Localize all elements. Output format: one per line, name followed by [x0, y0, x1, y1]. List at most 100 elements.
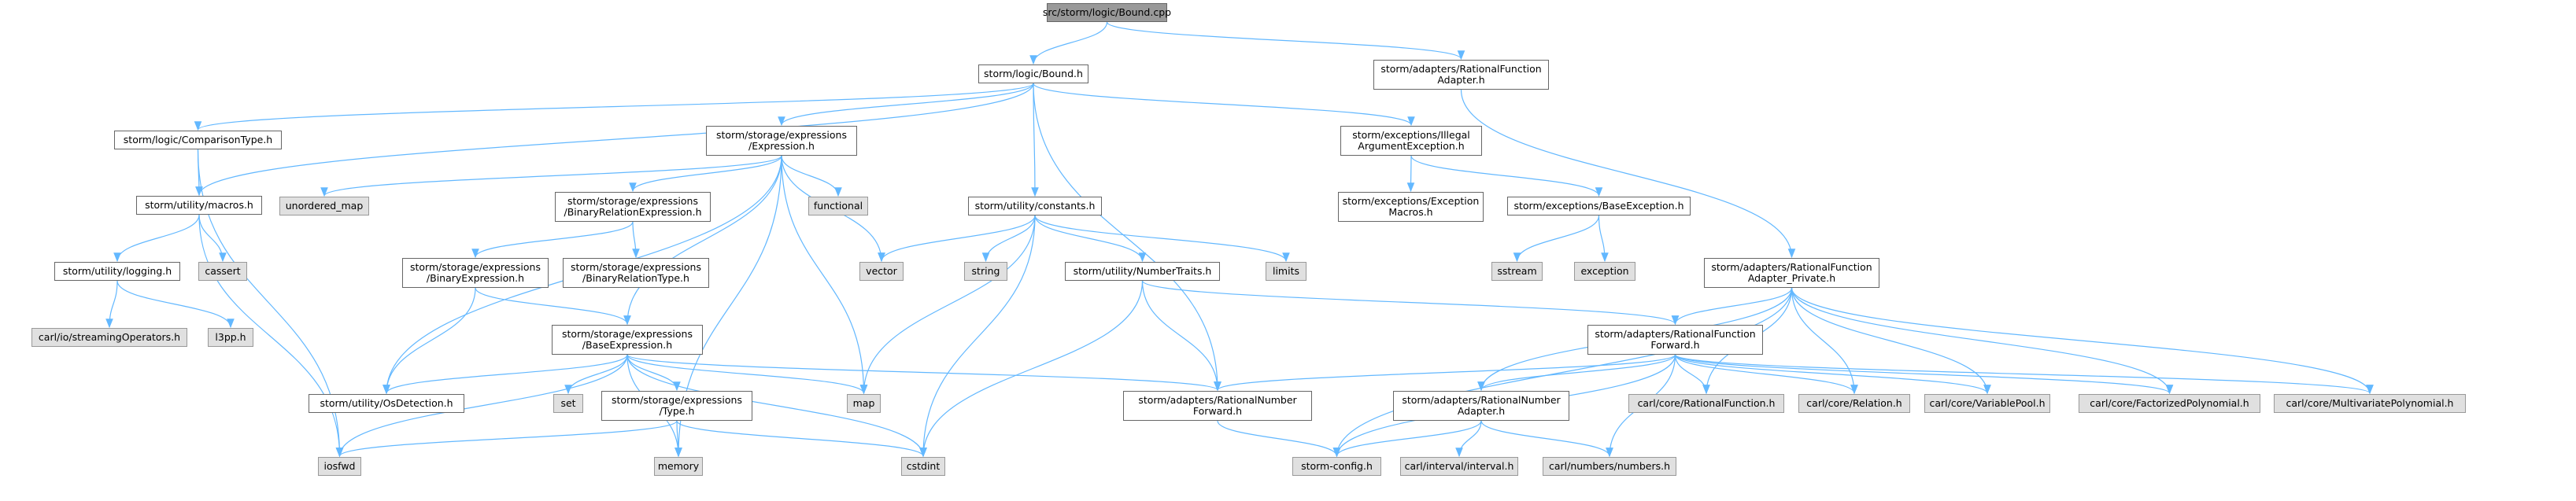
node-functional[interactable]: functional: [808, 197, 868, 216]
node-label-line: unordered_map: [285, 200, 364, 212]
node-label-line: storm/utility/logging.h: [62, 265, 172, 277]
edge-expression-to-map: [781, 155, 868, 395]
node-iosfwd[interactable]: iosfwd: [318, 457, 361, 476]
node-set[interactable]: set: [553, 394, 583, 413]
edge-rf_adapter-to-rf_adapter_private: [1460, 89, 1796, 259]
node-binary-relation-expression[interactable]: storm/storage/expressions/BinaryRelation…: [555, 192, 711, 222]
node-carl-variable-pool[interactable]: carl/core/VariablePool.h: [1924, 394, 2050, 413]
node-base-exception[interactable]: storm/exceptions/BaseException.h: [1507, 197, 1691, 216]
node-exception[interactable]: exception: [1574, 262, 1635, 281]
node-label-line: storm/adapters/RationalFunction: [1711, 261, 1872, 273]
node-logging[interactable]: storm/utility/logging.h: [54, 262, 180, 281]
node-label-line: storm/storage/expressions: [570, 261, 701, 273]
node-label-line: cstdint: [906, 460, 941, 472]
edge-bound_h-to-macros: [195, 83, 1034, 197]
edge-expression-to-unordered_map: [320, 155, 782, 197]
node-sstream[interactable]: sstream: [1491, 262, 1543, 281]
node-comparison-type[interactable]: storm/logic/ComparisonType.h: [114, 131, 282, 149]
node-label-line: storm/exceptions/BaseException.h: [1513, 200, 1684, 212]
node-bound-cpp[interactable]: src/storm/logic/Bound.cpp: [1043, 3, 1171, 22]
edge-illegal_arg-to-base_exception: [1410, 155, 1603, 197]
node-label-line: src/storm/logic/Bound.cpp: [1042, 6, 1172, 18]
node-storm-config[interactable]: storm-config.h: [1292, 457, 1381, 476]
edge-rn_adapter-to-storm_config: [1332, 420, 1482, 458]
node-memory[interactable]: memory: [654, 457, 703, 476]
node-os-detection[interactable]: storm/utility/OsDetection.h: [309, 394, 464, 413]
edge-constants-to-string: [981, 215, 1036, 263]
node-constants[interactable]: storm/utility/constants.h: [968, 197, 1102, 216]
node-binary-relation-type[interactable]: storm/storage/expressions/BinaryRelation…: [563, 258, 709, 288]
node-base-expression[interactable]: storm/storage/expressions/BaseExpression…: [552, 325, 703, 355]
edge-rn_adapter-to-carl_numbers: [1480, 420, 1613, 458]
node-carl-interval[interactable]: carl/interval/interval.h: [1400, 457, 1518, 476]
node-unordered-map[interactable]: unordered_map: [279, 197, 369, 216]
node-cassert[interactable]: cassert: [198, 262, 247, 281]
node-label-line: storm/adapters/RationalNumber: [1402, 394, 1561, 406]
node-label-line: carl/core/RationalFunction.h: [1637, 397, 1776, 409]
node-label-line: storm/utility/NumberTraits.h: [1073, 265, 1212, 277]
edge-bound_h-to-illegal_arg: [1033, 83, 1415, 127]
node-label-line: /BinaryExpression.h: [426, 272, 525, 284]
edge-constants-to-number_traits: [1034, 215, 1147, 263]
node-label-line: /Type.h: [659, 405, 695, 417]
edge-type_h-to-memory: [674, 420, 682, 458]
edge-rf_adapter_private-to-carl_multipoly: [1791, 287, 2374, 395]
node-label-line: cassert: [205, 265, 241, 277]
node-carl-relation[interactable]: carl/core/Relation.h: [1798, 394, 1910, 413]
node-label-line: carl/interval/interval.h: [1404, 460, 1514, 472]
node-number-traits[interactable]: storm/utility/NumberTraits.h: [1065, 262, 1220, 281]
node-carl-numbers[interactable]: carl/numbers/numbers.h: [1543, 457, 1676, 476]
node-label-line: storm/storage/expressions: [567, 195, 698, 207]
edge-illegal_arg-to-exception_macros: [1406, 155, 1415, 193]
node-bound-h[interactable]: storm/logic/Bound.h: [978, 64, 1088, 83]
node-cstdint[interactable]: cstdint: [901, 457, 945, 476]
edge-expression-to-binrel_expr: [629, 155, 782, 193]
node-label-line: exception: [1580, 265, 1629, 277]
edge-rf_forward-to-rn_forward: [1214, 354, 1676, 392]
node-vector[interactable]: vector: [859, 262, 904, 281]
node-type[interactable]: storm/storage/expressions/Type.h: [601, 391, 752, 421]
node-label-line: storm/exceptions/Exception: [1342, 195, 1480, 207]
node-label-line: /BinaryRelationType.h: [582, 272, 689, 284]
edge-constants-to-limits: [1034, 215, 1290, 263]
edge-bound_h-to-constants: [1031, 83, 1039, 197]
node-carl-multivariate-polynomial[interactable]: carl/core/MultivariatePolynomial.h: [2274, 394, 2466, 413]
edge-constants-to-vector: [878, 215, 1036, 263]
node-carl-rational-function[interactable]: carl/core/RationalFunction.h: [1628, 394, 1784, 413]
node-carl-factorized-polynomial[interactable]: carl/core/FactorizedPolynomial.h: [2079, 394, 2260, 413]
node-limits[interactable]: limits: [1266, 262, 1306, 281]
node-string[interactable]: string: [964, 262, 1007, 281]
edge-number_traits-to-cstdint: [919, 280, 1144, 458]
node-label-line: functional: [813, 200, 863, 212]
edge-rf_adapter_private-to-carl_relation: [1791, 287, 1858, 395]
edge-rf_forward-to-rn_adapter: [1477, 354, 1676, 392]
node-label-line: Adapter_Private.h: [1747, 272, 1836, 284]
edge-rn_adapter-to-carl_interval: [1455, 420, 1482, 458]
edge-bound_h-to-expression: [778, 83, 1034, 127]
node-label-line: carl/io/streamingOperators.h: [38, 331, 181, 343]
edge-constants-to-cstdint: [919, 215, 1036, 458]
node-l3pp[interactable]: l3pp.h: [208, 328, 253, 347]
node-label-line: storm/adapters/RationalFunction: [1380, 63, 1542, 75]
node-label-line: set: [560, 397, 576, 409]
node-binary-expression[interactable]: storm/storage/expressions/BinaryExpressi…: [402, 258, 549, 288]
edge-bound_cpp-to-bound_h: [1029, 21, 1108, 65]
node-streaming-operators[interactable]: carl/io/streamingOperators.h: [31, 328, 187, 347]
node-label-line: storm/storage/expressions: [715, 129, 847, 141]
edge-expression-to-functional: [781, 155, 842, 197]
node-label-line: carl/core/MultivariatePolynomial.h: [2286, 397, 2454, 409]
node-expression[interactable]: storm/storage/expressions/Expression.h: [706, 126, 857, 156]
edge-number_traits-to-rf_forward: [1141, 280, 1680, 326]
node-macros[interactable]: storm/utility/macros.h: [136, 196, 262, 215]
edge-base_exception-to-exception: [1598, 215, 1609, 263]
node-map[interactable]: map: [847, 394, 881, 413]
edge-constants-to-map: [859, 215, 1036, 395]
